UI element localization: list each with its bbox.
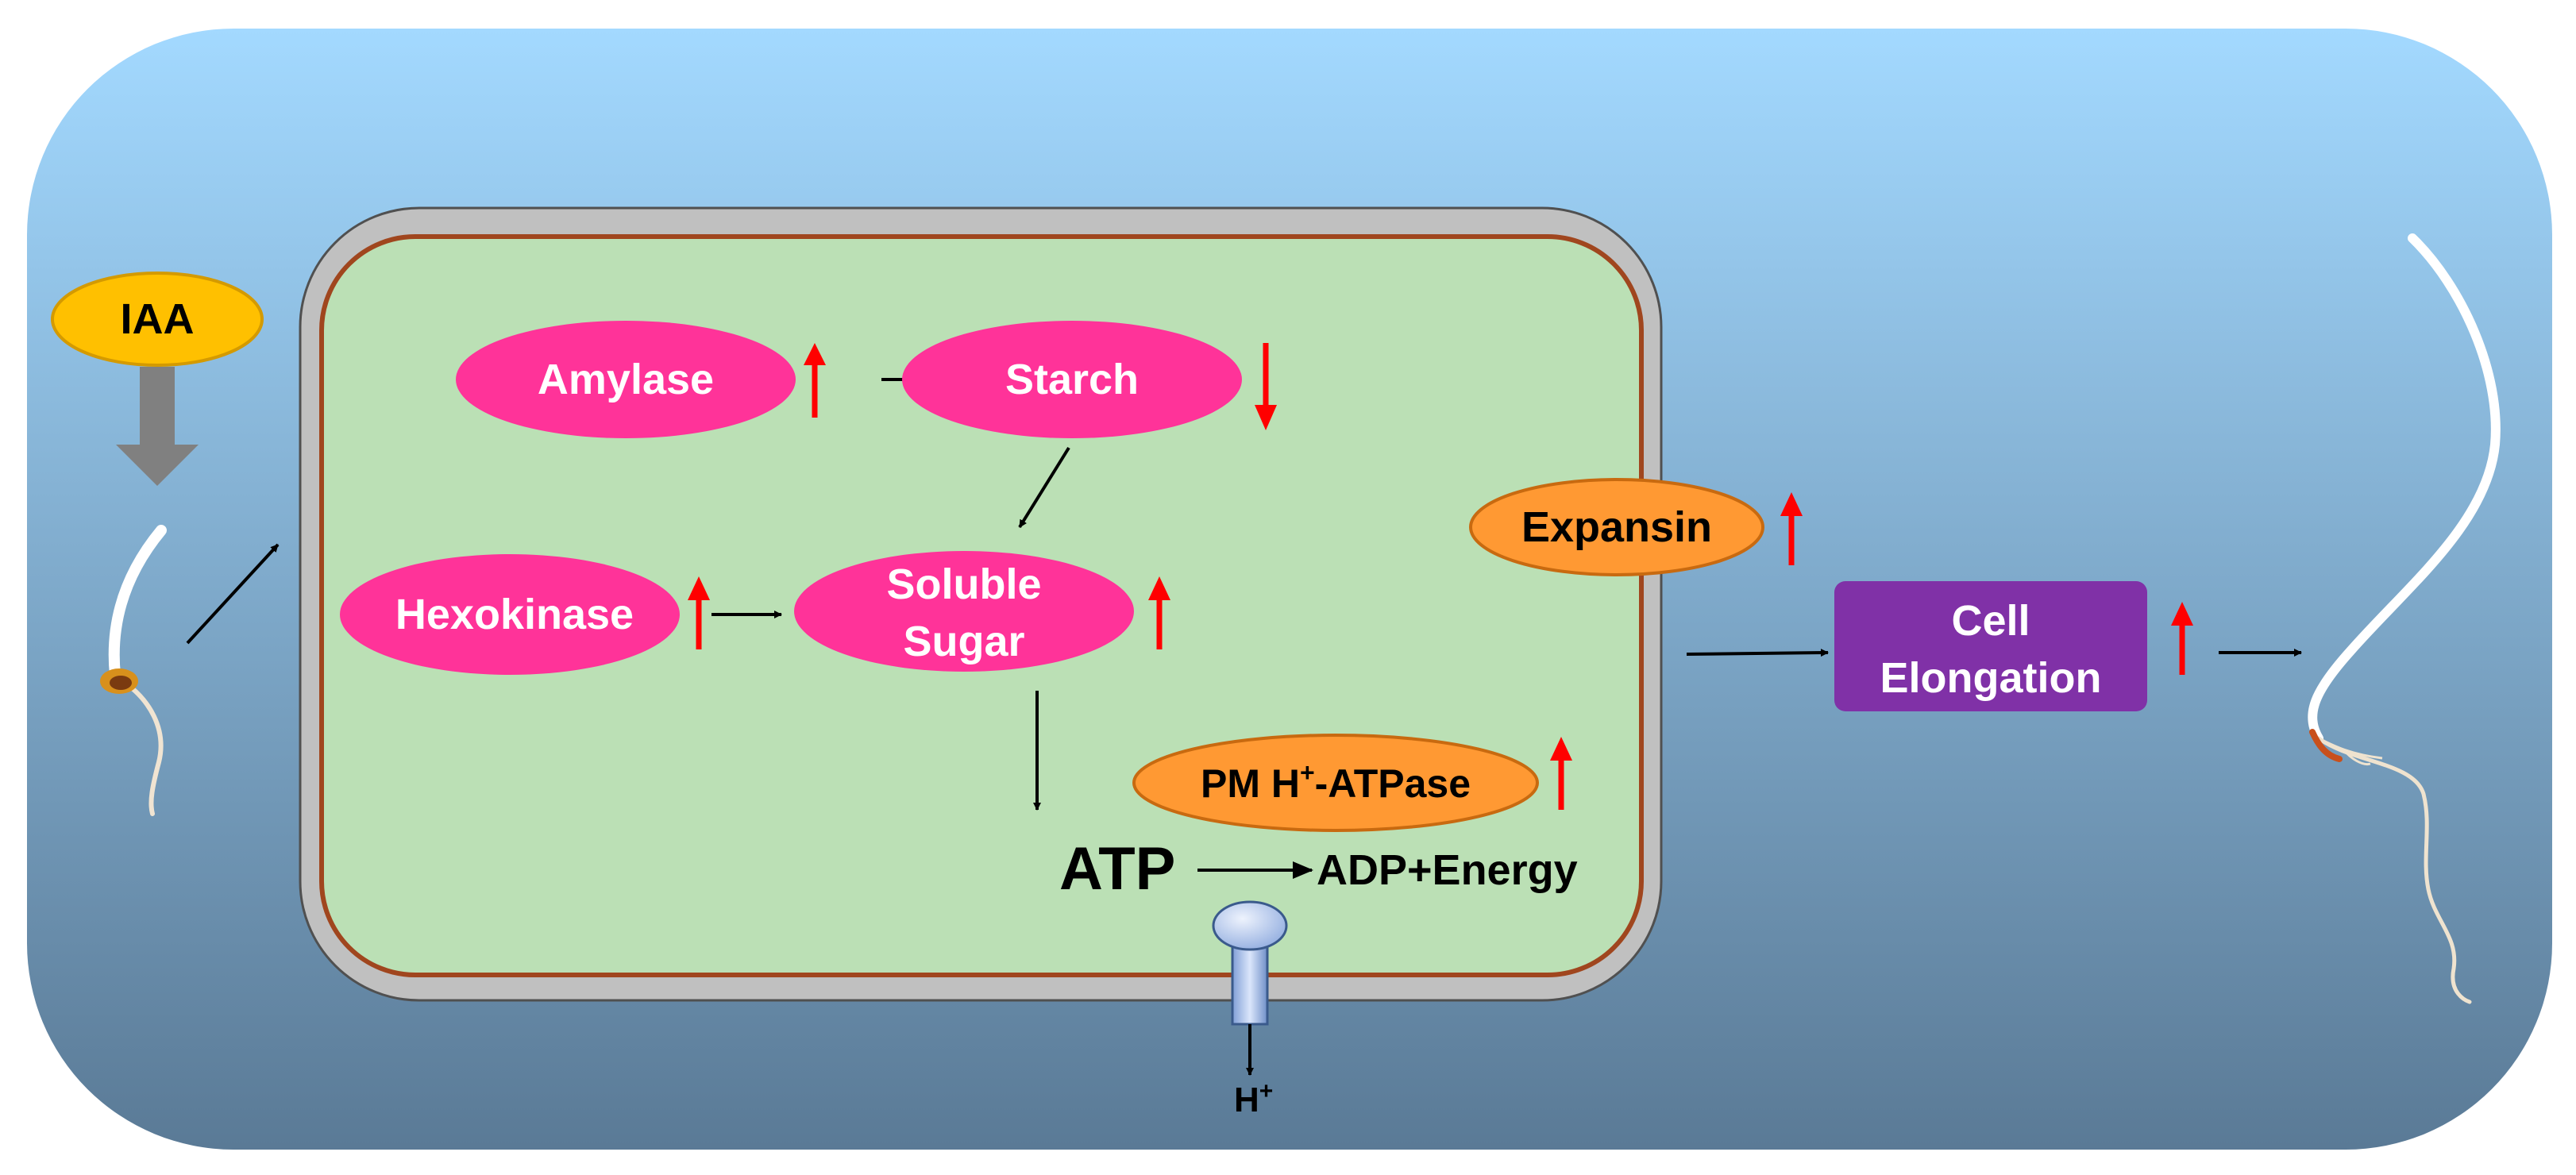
hexokinase-label: Hexokinase bbox=[395, 591, 634, 638]
pm-atpase-suffix: -ATPase bbox=[1315, 761, 1471, 806]
iaa-down-arrow bbox=[116, 367, 199, 486]
hexokinase-increase-arrow bbox=[688, 576, 710, 649]
cell-elongation-box: Cell Elongation bbox=[1834, 581, 2147, 711]
starch-label: Starch bbox=[1005, 356, 1139, 403]
adp-energy-label: ADP+Energy bbox=[1317, 846, 1578, 894]
starch-decrease-arrow bbox=[1255, 343, 1277, 430]
iaa-label: IAA bbox=[121, 295, 195, 343]
cell-to-elongation-arrow bbox=[1686, 649, 1829, 657]
hexokinase-node: Hexokinase bbox=[340, 554, 680, 675]
amylase-label: Amylase bbox=[538, 356, 714, 403]
expansin-node: Expansin bbox=[1469, 478, 1764, 576]
expansin-label: Expansin bbox=[1521, 503, 1712, 551]
proton-sup: + bbox=[1259, 1078, 1274, 1104]
pm-atpase-sup: + bbox=[1300, 758, 1315, 787]
cell-elongation-increase-arrow bbox=[2171, 602, 2193, 675]
pm-atpase-node: PM H+-ATPase bbox=[1132, 734, 1539, 832]
starch-to-sugar-arrow bbox=[1018, 446, 1070, 529]
amylase-increase-arrow bbox=[804, 343, 826, 418]
small-seedling-icon bbox=[100, 525, 167, 816]
pm-atpase-label: PM H+-ATPase bbox=[1201, 758, 1471, 806]
soluble-sugar-label-line2: Sugar bbox=[903, 618, 1024, 665]
soluble-sugar-node: Soluble Sugar bbox=[794, 551, 1134, 672]
cell-elongation-label-line2: Elongation bbox=[1880, 654, 2102, 702]
seedling-to-cell-arrow bbox=[186, 543, 280, 645]
soluble-sugar-increase-arrow bbox=[1148, 576, 1170, 649]
pm-atpase-increase-arrow bbox=[1550, 737, 1572, 810]
expansin-increase-arrow bbox=[1780, 492, 1803, 565]
starch-node: Starch bbox=[902, 321, 1242, 438]
pm-atpase-prefix: PM H bbox=[1201, 761, 1300, 806]
cell-elongation-label-line1: Cell bbox=[1951, 597, 2030, 645]
iaa-node: IAA bbox=[51, 272, 264, 367]
atp-label: ATP bbox=[1059, 835, 1175, 903]
soluble-sugar-label-line1: Soluble bbox=[886, 561, 1041, 608]
amylase-node: Amylase bbox=[456, 321, 796, 438]
proton-base: H bbox=[1234, 1081, 1259, 1119]
proton-label: H+ bbox=[1234, 1078, 1273, 1119]
elongated-seedling-icon bbox=[2308, 233, 2501, 1004]
